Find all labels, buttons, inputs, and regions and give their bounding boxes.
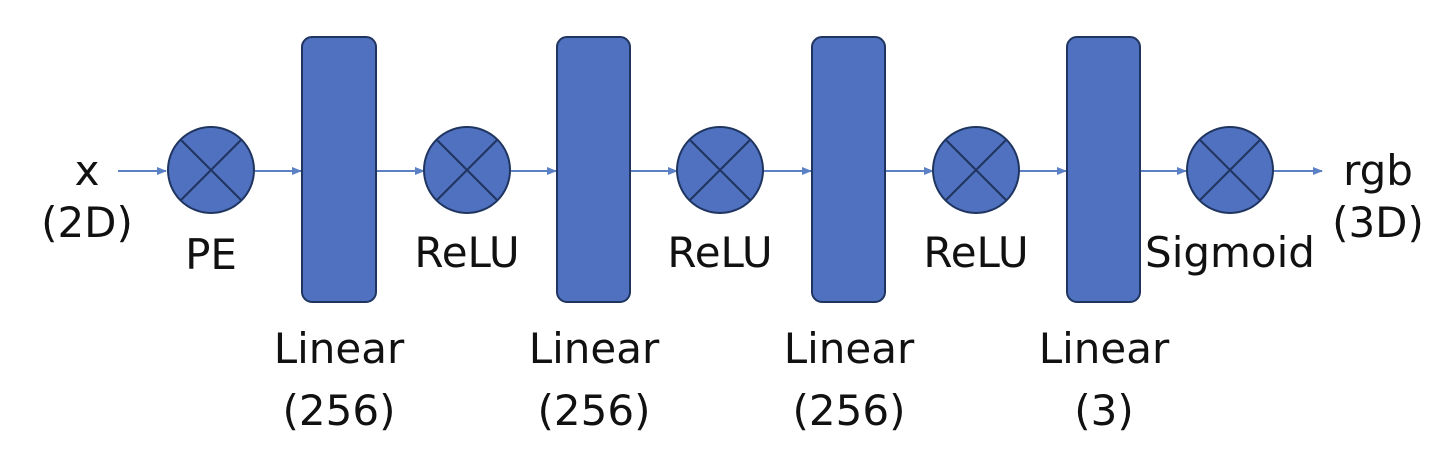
- input-dim: (2D): [41, 198, 133, 248]
- layer-units: (3): [1074, 386, 1134, 435]
- input-label: x (2D): [41, 146, 133, 249]
- layer-name: Linear: [273, 324, 405, 373]
- op-label-sigmoid: Sigmoid: [1145, 228, 1315, 277]
- output-label: rgb (3D): [1332, 146, 1424, 249]
- circle-cross-icon: [676, 126, 764, 214]
- layer-units: (256): [282, 386, 396, 435]
- layer-label-2: Linear (256): [529, 318, 660, 442]
- output-dim: (3D): [1332, 198, 1424, 248]
- layer-name: Linear: [1038, 324, 1170, 373]
- layer-label-3: Linear (256): [784, 318, 915, 442]
- op-label-pe: PE: [185, 230, 237, 279]
- linear-layer-block-1: [301, 36, 377, 303]
- layer-label-1: Linear (256): [274, 318, 405, 442]
- input-name: x: [74, 146, 100, 195]
- circle-cross-icon: [932, 126, 1020, 214]
- circle-cross-icon: [423, 126, 511, 214]
- circle-cross-icon: [167, 126, 255, 214]
- op-label-relu-2: ReLU: [667, 228, 773, 277]
- layer-name: Linear: [783, 324, 915, 373]
- layer-units: (256): [792, 386, 906, 435]
- output-name: rgb: [1343, 146, 1413, 195]
- op-label-relu-1: ReLU: [414, 228, 520, 277]
- linear-layer-block-3: [811, 36, 886, 303]
- linear-layer-block-2: [556, 36, 631, 303]
- op-label-relu-3: ReLU: [923, 228, 1029, 277]
- linear-layer-block-4: [1066, 36, 1141, 303]
- layer-units: (256): [537, 386, 651, 435]
- layer-label-4: Linear (3): [1039, 318, 1170, 442]
- circle-cross-icon: [1186, 126, 1274, 214]
- layer-name: Linear: [528, 324, 660, 373]
